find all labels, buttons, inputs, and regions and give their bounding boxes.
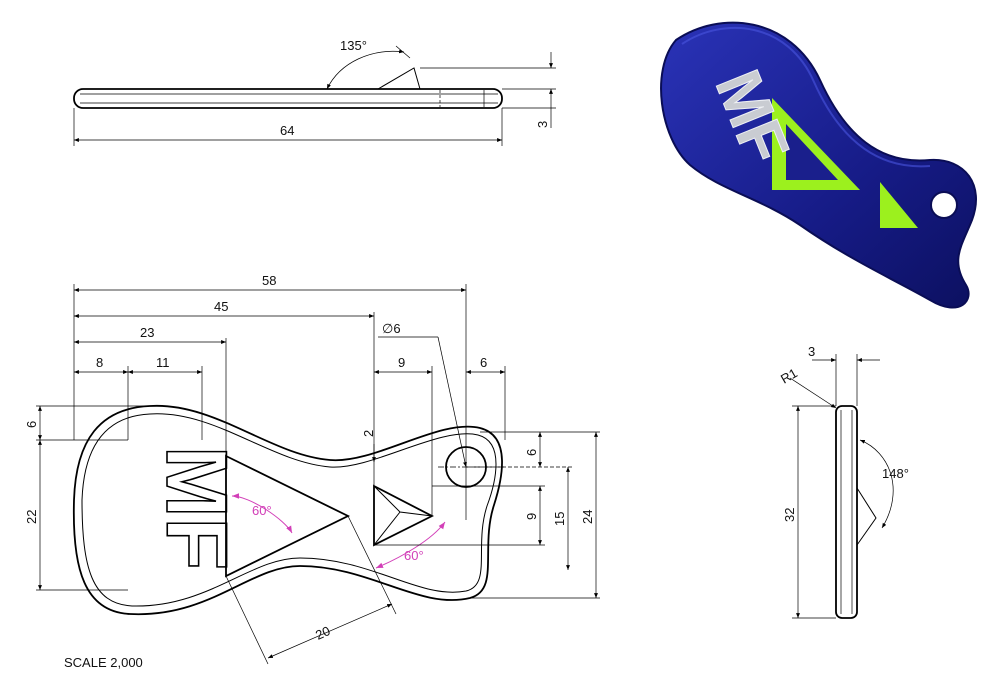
end-view: 3 R1 32 148° [778, 344, 909, 619]
small-triangle-angle-label: 60° [404, 548, 424, 563]
end-view-height-label: 32 [782, 508, 797, 522]
dim-24: 24 [580, 510, 595, 524]
render-hole [930, 191, 958, 219]
large-triangle-angle-label: 60° [252, 503, 272, 518]
side-view-body [73, 88, 503, 109]
end-view-body [835, 405, 858, 619]
dim-8: 8 [96, 355, 103, 370]
dim-15: 15 [552, 512, 567, 526]
dim-58: 58 [262, 273, 276, 288]
side-view-fin [377, 67, 421, 90]
engraved-mf: MF [147, 445, 245, 571]
dim-6-hole: 6 [524, 449, 539, 456]
render-small-triangle [880, 182, 918, 228]
dim-20: 20 [313, 623, 332, 643]
end-view-angle-label: 148° [882, 466, 909, 481]
dim-23: 23 [140, 325, 154, 340]
side-view-thickness-label: 3 [535, 121, 550, 128]
side-view-angle-label: 135° [340, 38, 367, 53]
large-triangle [225, 454, 351, 578]
dim-hole-diameter: ∅6 [382, 321, 401, 336]
dim-6-left: 6 [24, 421, 39, 428]
dim-22: 22 [24, 510, 39, 524]
key-outline [72, 405, 503, 615]
end-view-radius-label: R1 [778, 365, 800, 386]
scale-label: SCALE 2,000 [64, 655, 143, 670]
front-view: MF 60° 60° 58 45 23 8 11 9 6 [24, 273, 600, 665]
dim-45: 45 [214, 299, 228, 314]
3d-render: MF [660, 21, 977, 309]
dim-11: 11 [156, 355, 170, 370]
end-view-fin [856, 487, 877, 546]
dim-6-right: 6 [480, 355, 487, 370]
side-view-length-label: 64 [280, 123, 294, 138]
dim-2: 2 [361, 430, 376, 437]
end-view-width-label: 3 [808, 344, 815, 359]
dim-9-vertical: 9 [524, 513, 539, 520]
side-view: 135° 3 64 [73, 38, 556, 146]
engraved-mf-text: MF [148, 446, 244, 570]
dim-9-top: 9 [398, 355, 405, 370]
